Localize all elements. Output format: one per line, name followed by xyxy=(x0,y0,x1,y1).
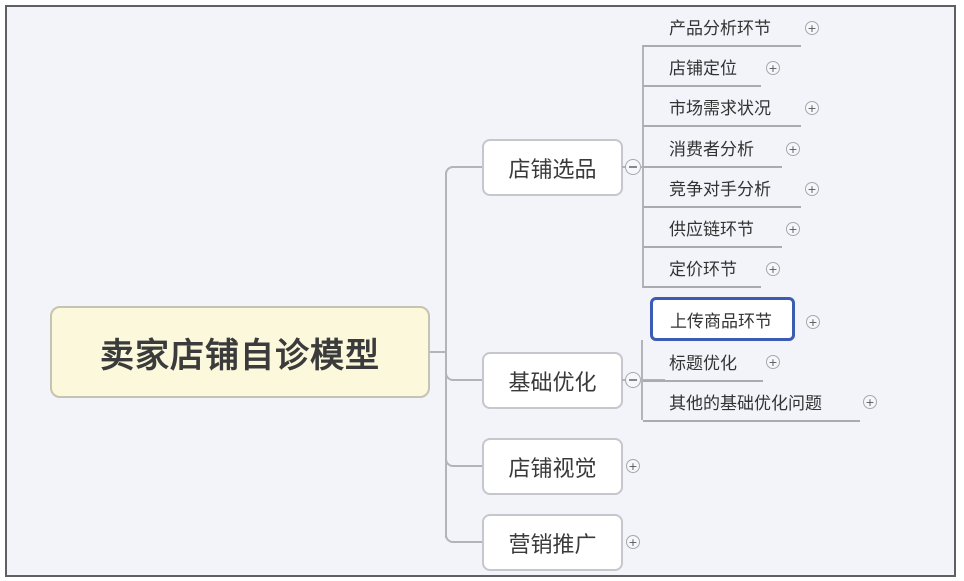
subtopic-title-optimization[interactable]: 标题优化 xyxy=(643,342,763,382)
subtopic-consumer-analysis[interactable]: 消费者分析 xyxy=(643,128,782,168)
collapse-icon[interactable] xyxy=(625,372,641,388)
expand-icon[interactable]: + xyxy=(805,182,819,196)
expand-icon[interactable]: + xyxy=(805,101,819,115)
collapse-icon[interactable]: ⊖ xyxy=(625,159,641,175)
branch-topic-label: 基础优化 xyxy=(508,370,597,396)
mindmap-canvas[interactable] xyxy=(5,5,956,577)
branch-topic-store-selection[interactable]: 店铺选品 xyxy=(482,139,623,196)
subtopic-market-demand[interactable]: 市场需求状况 xyxy=(643,87,801,127)
expand-icon[interactable]: + xyxy=(786,222,800,236)
branch-topic-basic-optimization[interactable]: 基础优化 xyxy=(482,352,623,409)
subtopic-supply-chain[interactable]: 供应链环节 xyxy=(643,208,782,248)
expand-icon[interactable]: + xyxy=(863,395,877,409)
root-topic[interactable]: 卖家店铺自诊模型 xyxy=(50,306,430,398)
connector-elbow-branch-3 xyxy=(445,457,482,467)
subtopic-pricing[interactable]: 定价环节 xyxy=(643,248,761,288)
branch-topic-label: 店铺选品 xyxy=(508,157,597,183)
expand-icon[interactable]: + xyxy=(626,535,640,549)
connector-subtopics-2 xyxy=(641,340,643,420)
expand-icon[interactable]: + xyxy=(766,355,780,369)
branch-topic-label: 营销推广 xyxy=(508,532,597,558)
expand-icon[interactable]: + xyxy=(786,142,800,156)
connector-trunk xyxy=(445,172,447,538)
subtopic-store-positioning[interactable]: 店铺定位 xyxy=(643,47,761,87)
subtopic-product-analysis[interactable]: 产品分析环节 xyxy=(643,7,801,47)
connector-branch-2-out xyxy=(622,379,626,381)
root-topic-label: 卖家店铺自诊模型 xyxy=(100,335,380,376)
expand-icon[interactable]: + xyxy=(805,21,819,35)
connector-elbow-branch-2 xyxy=(445,371,482,381)
expand-icon[interactable]: + xyxy=(806,315,820,329)
branch-topic-marketing[interactable]: 营销推广 xyxy=(482,514,623,571)
expand-icon[interactable]: + xyxy=(766,262,780,276)
branch-topic-store-visual[interactable]: 店铺视觉 xyxy=(482,438,623,495)
subtopic-competitor-analysis[interactable]: 竞争对手分析 xyxy=(643,168,801,208)
branch-topic-label: 店铺视觉 xyxy=(508,456,597,482)
expand-icon[interactable]: + xyxy=(626,459,640,473)
connector-branch-1-out xyxy=(622,166,626,168)
expand-icon[interactable]: + xyxy=(766,61,780,75)
connector-root xyxy=(430,351,447,353)
subtopic-other-basic-issues[interactable]: 其他的基础优化问题 xyxy=(643,382,860,422)
connector-elbow-branch-1 xyxy=(445,166,482,176)
subtopic-upload-products[interactable]: 上传商品环节 xyxy=(650,297,795,341)
connector-elbow-branch-4 xyxy=(445,533,482,543)
